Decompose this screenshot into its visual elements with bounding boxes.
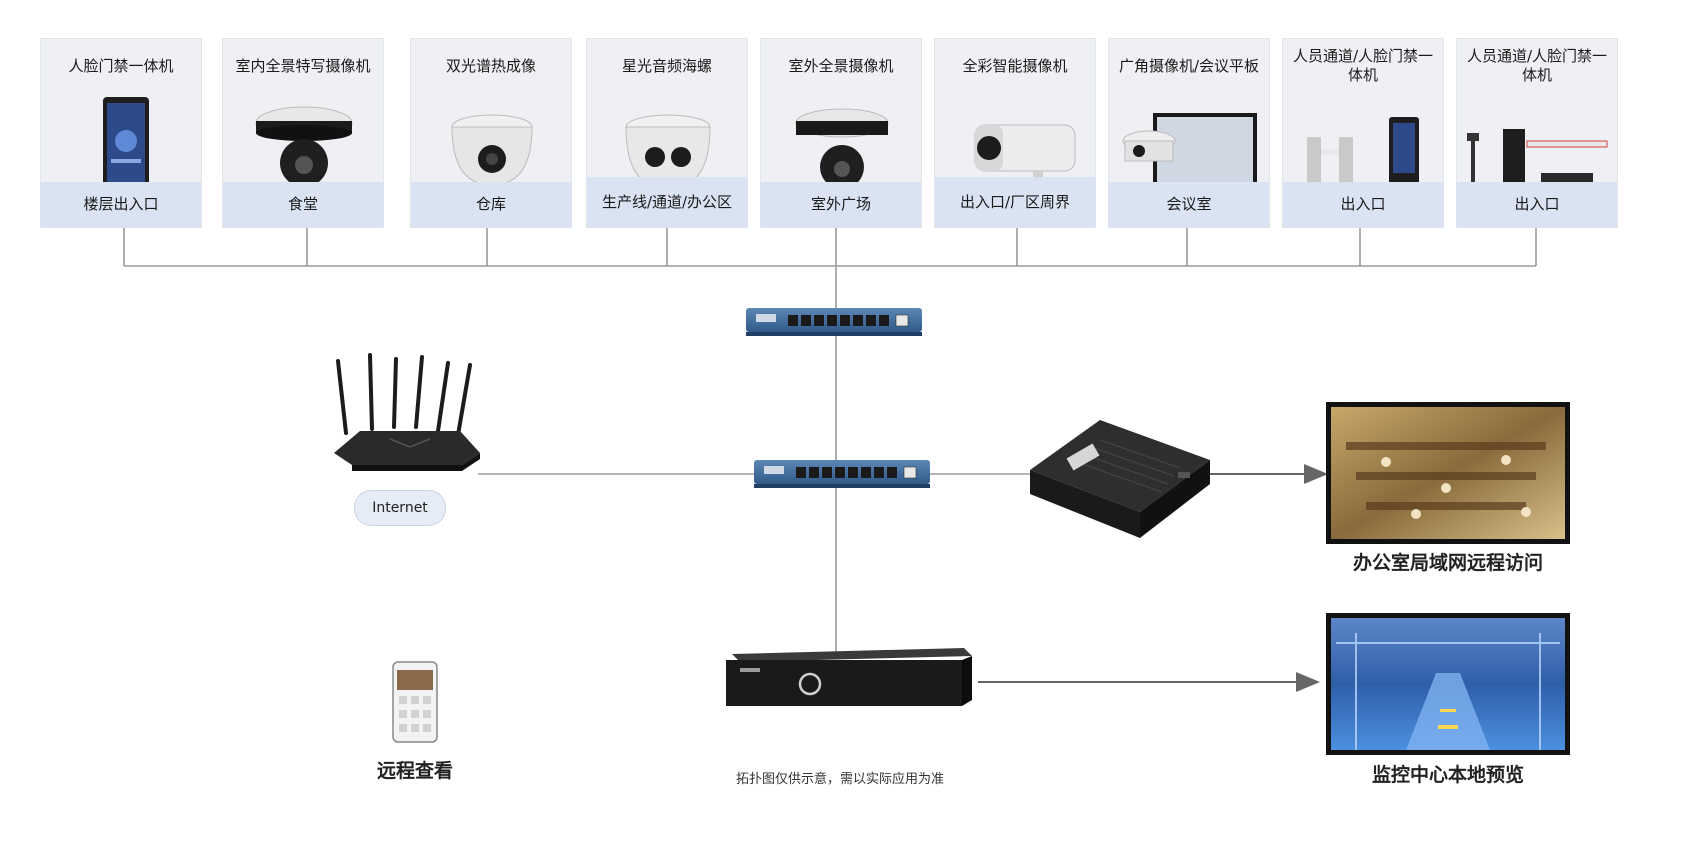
face-access-terminal-icon <box>51 93 193 211</box>
device-title: 广角摄像机/会议平板 <box>1118 56 1260 75</box>
device-title: 人脸门禁一体机 <box>68 56 174 75</box>
decoder-box-icon <box>1030 420 1210 538</box>
internet-label: Internet <box>372 500 428 516</box>
device-title: 双光谱热成像 <box>445 56 536 75</box>
device-title: 人员通道/人脸门禁一体机 <box>1466 47 1608 84</box>
device-title: 人员通道/人脸门禁一体机 <box>1292 47 1434 84</box>
nvr-recorder-icon <box>726 648 972 706</box>
connection-lines <box>123 228 1537 652</box>
panoramic-dome-camera-icon <box>233 93 375 211</box>
device-card-outdoor-panoramic: 室外全景摄像机 室外广场 <box>760 38 922 228</box>
device-card-conference: 广角摄像机/会议平板 会议室 <box>1108 38 1270 228</box>
local-preview-label: 监控中心本地预览 <box>1371 764 1524 786</box>
office-remote-label: 办公室局域网远程访问 <box>1352 552 1543 574</box>
device-location: 室外广场 <box>761 182 921 227</box>
device-location: 仓库 <box>411 182 571 227</box>
device-location: 生产线/通道/办公区 <box>587 177 747 227</box>
device-title: 全彩智能摄像机 <box>962 56 1068 75</box>
device-location: 出入口 <box>1457 182 1617 227</box>
poe-switch-icon <box>754 460 930 488</box>
remote-view-label: 远程查看 <box>376 760 453 782</box>
smartphone-icon <box>392 661 438 743</box>
device-card-conch: 星光音频海螺 生产线/通道/办公区 <box>586 38 748 228</box>
topology-note: 拓扑图仅供示意，需以实际应用为准 <box>735 772 944 787</box>
poe-switch-icon <box>746 308 922 336</box>
thermal-turret-camera-icon <box>421 93 563 211</box>
internet-cloud: Internet <box>354 490 446 526</box>
device-card-barrier: 人员通道/人脸门禁一体机 出入口 <box>1456 38 1618 228</box>
device-location: 会议室 <box>1109 182 1269 227</box>
conference-panel-icon <box>1119 93 1261 211</box>
device-card-turnstile: 人员通道/人脸门禁一体机 出入口 <box>1282 38 1444 228</box>
outdoor-panoramic-camera-icon <box>771 93 913 211</box>
device-location: 食堂 <box>223 182 383 227</box>
device-title: 室外全景摄像机 <box>788 56 894 75</box>
wifi-router-icon <box>334 353 480 471</box>
device-location: 出入口/厂区周界 <box>935 177 1095 227</box>
device-title: 星光音频海螺 <box>621 56 712 75</box>
device-card-bullet: 全彩智能摄像机 出入口/厂区周界 <box>934 38 1096 228</box>
conch-camera-icon <box>597 93 739 211</box>
factory-monitor-icon <box>1326 402 1570 544</box>
turnstile-icon <box>1293 93 1435 211</box>
device-location: 楼层出入口 <box>41 182 201 227</box>
bullet-camera-icon <box>945 93 1087 211</box>
plant-monitor-icon <box>1326 613 1570 755</box>
device-card-panoramic-dome: 室内全景特写摄像机 食堂 <box>222 38 384 228</box>
device-title: 室内全景特写摄像机 <box>235 56 371 75</box>
device-location: 出入口 <box>1283 182 1443 227</box>
device-card-face-access: 人脸门禁一体机 楼层出入口 <box>40 38 202 228</box>
device-card-thermal: 双光谱热成像 仓库 <box>410 38 572 228</box>
